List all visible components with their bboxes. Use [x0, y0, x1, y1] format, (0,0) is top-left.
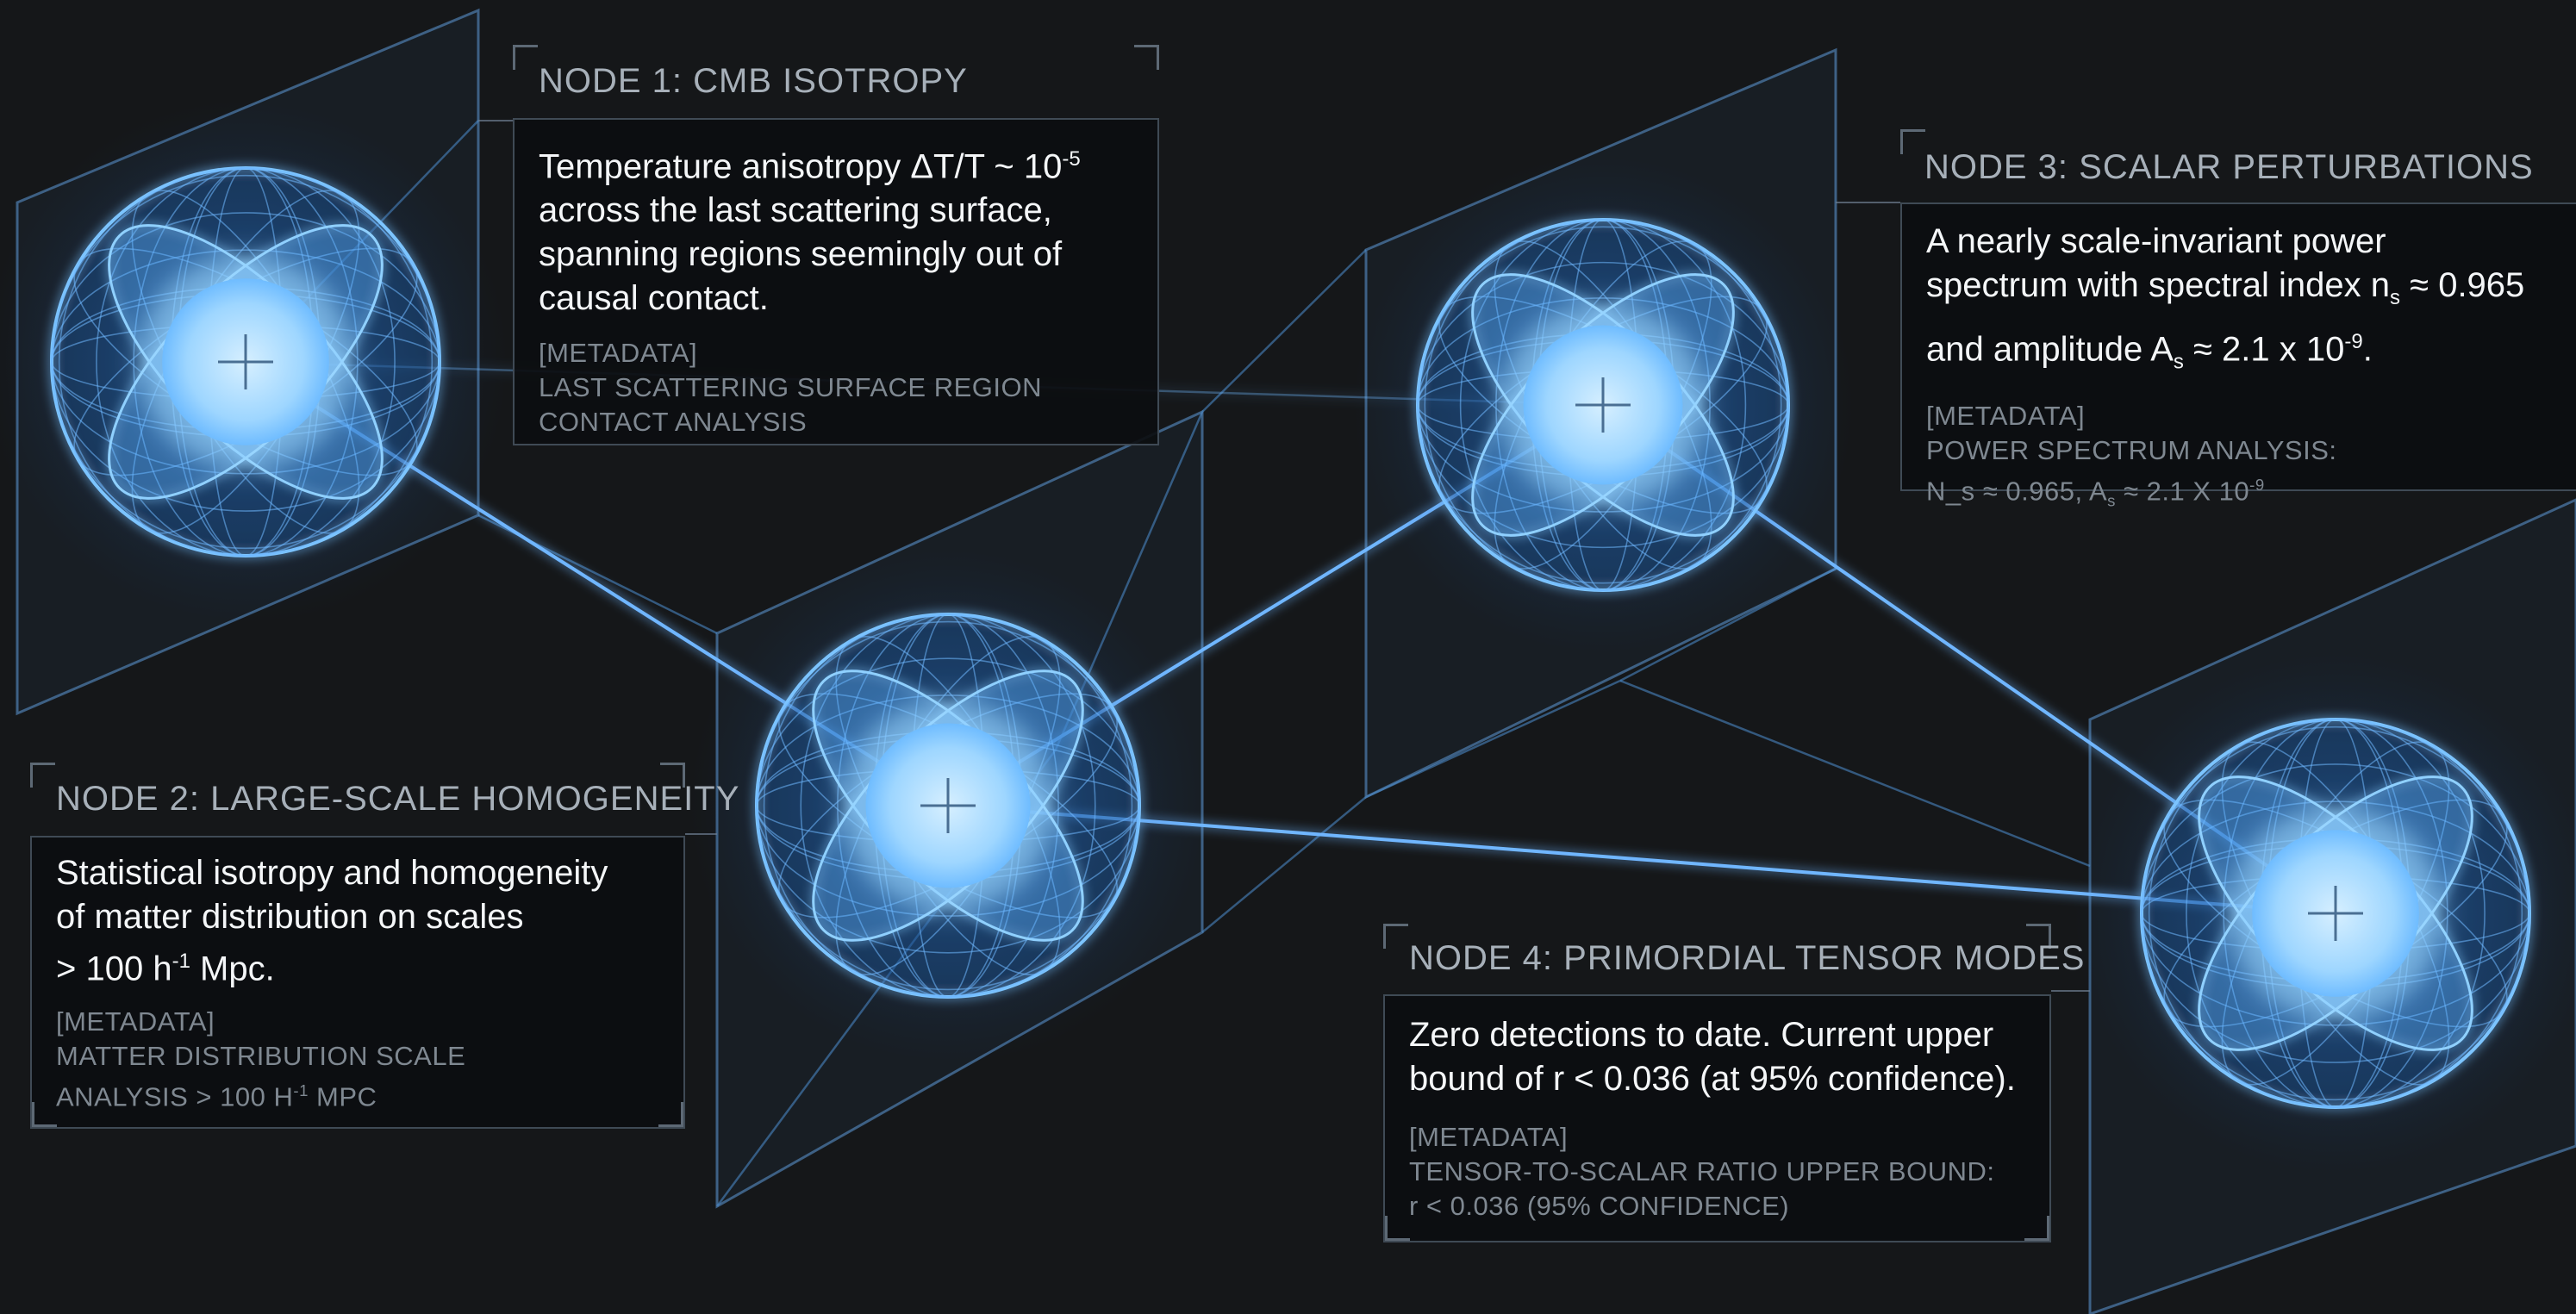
node-3-body-line-3a: and amplitude A [1926, 330, 2174, 369]
node-3-body-line-2b: ≈ 0.965 [2400, 266, 2525, 304]
node-1-callout: NODE 1: CMB ISOTROPY Temperature anisotr… [513, 45, 1159, 445]
node-2-metadata-line-2b: MPC [308, 1081, 377, 1112]
node-2-body: Statistical isotropy and homogeneity of … [56, 851, 659, 991]
node-3-metadata-line-1: POWER SPECTRUM ANALYSIS: [1926, 435, 2337, 466]
node-1-title: NODE 1: CMB ISOTROPY [539, 62, 968, 100]
node-4-metadata: [METADATA] TENSOR-TO-SCALAR RATIO UPPER … [1409, 1120, 2025, 1224]
node-1-body: Temperature anisotropy ΔT/T ~ 10-5 acros… [539, 137, 1133, 321]
node-3-metadata-line-2a: N_s ≈ 0.965, A [1926, 476, 2108, 507]
node-3-body-line-2a: spectrum with spectral index n [1926, 266, 2391, 304]
node-2-metadata-line-2a: ANALYSIS > 100 H [56, 1081, 294, 1112]
node-1-metadata-line-2: CONTACT ANALYSIS [539, 407, 808, 438]
crosshair-icon [920, 778, 976, 833]
node-2-metadata-label: [METADATA] [56, 1006, 215, 1037]
node-3-box: A nearly scale-invariant power spectrum … [1900, 202, 2576, 510]
node-2-body-line-3b: Mpc. [190, 950, 275, 988]
node-4-metadata-line-2: r < 0.036 (95% CONFIDENCE) [1409, 1191, 1790, 1221]
node-2-exponent: -1 [172, 950, 190, 973]
node-3-as-subscript: s [2173, 350, 2184, 374]
node-3-sphere [1352, 154, 1854, 656]
node-3-ns-subscript: s [2390, 286, 2401, 309]
node-2-callout: NODE 2: LARGE-SCALE HOMOGENEITY Statisti… [30, 763, 739, 1129]
node-4-body-line-2: bound of r < 0.036 (at 95% confidence). [1409, 1060, 2016, 1098]
node-3-title: NODE 3: SCALAR PERTURBATIONS [1924, 148, 2534, 186]
node-3-metadata-subscript: s [2107, 491, 2116, 510]
node-4-sphere [2074, 651, 2576, 1175]
node-2-body-line-3a: > 100 h [56, 950, 172, 988]
node-3-body-line-1: A nearly scale-invariant power [1926, 222, 2386, 260]
crosshair-icon [2308, 886, 2363, 941]
crosshair-icon [218, 334, 273, 389]
node-4-metadata-line-1: TENSOR-TO-SCALAR RATIO UPPER BOUND: [1409, 1156, 1995, 1186]
node-1-body-line-3: spanning regions seemingly out of [539, 235, 1063, 274]
node-4-body: Zero detections to date. Current upper b… [1409, 1013, 2025, 1101]
crosshair-icon [1575, 377, 1631, 433]
node-3-metadata-exponent: -9 [2249, 476, 2265, 495]
node-1-exponent: -5 [1062, 147, 1081, 171]
node-2-title: NODE 2: LARGE-SCALE HOMOGENEITY [56, 780, 740, 818]
node-4-box: Zero detections to date. Current upper b… [1383, 994, 2051, 1242]
node-3-metadata-line-2b: ≈ 2.1 X 10 [2115, 476, 2250, 507]
node-2-sphere [689, 547, 1207, 1064]
node-2-box: Statistical isotropy and homogeneity of … [30, 836, 685, 1129]
node-3-callout: NODE 3: SCALAR PERTURBATIONS A nearly sc… [1900, 129, 2576, 510]
node-3-exponent: -9 [2344, 330, 2363, 353]
node-1-metadata-line-1: LAST SCATTERING SURFACE REGION [539, 372, 1043, 403]
node-1-metadata: [METADATA] LAST SCATTERING SURFACE REGIO… [539, 336, 1133, 439]
node-2-body-line-1: Statistical isotropy and homogeneity [56, 854, 608, 892]
node-4-body-line-1: Zero detections to date. Current upper [1409, 1016, 1994, 1054]
node-2-metadata-line-1: MATTER DISTRIBUTION SCALE [56, 1041, 466, 1072]
node-4-metadata-label: [METADATA] [1409, 1122, 1569, 1152]
node-3-body-line-3b: ≈ 2.1 x 10 [2183, 330, 2345, 369]
node-1-box: Temperature anisotropy ΔT/T ~ 10-5 acros… [513, 118, 1159, 445]
node-1-metadata-label: [METADATA] [539, 338, 698, 369]
node-3-metadata-label: [METADATA] [1926, 401, 2086, 432]
node-2-body-line-2: of matter distribution on scales [56, 898, 524, 936]
node-3-body-line-3c: . [2362, 330, 2373, 369]
node-2-metadata: [METADATA] MATTER DISTRIBUTION SCALE ANA… [56, 1005, 659, 1114]
node-1-body-line-1: Temperature anisotropy ΔT/T ~ 10 [539, 147, 1063, 186]
node-2-metadata-exponent: -1 [293, 1081, 309, 1100]
node-3-metadata: [METADATA] POWER SPECTRUM ANALYSIS: N_s … [1926, 399, 2566, 519]
node-1-body-line-2: across the last scattering surface, [539, 191, 1052, 230]
node-4-title: NODE 4: PRIMORDIAL TENSOR MODES [1409, 939, 2086, 977]
node-4-callout: NODE 4: PRIMORDIAL TENSOR MODES Zero det… [1383, 924, 2084, 1242]
node-1-sphere [0, 100, 508, 624]
callout-leaders [478, 120, 2090, 992]
node-3-body: A nearly scale-invariant power spectrum … [1926, 220, 2566, 383]
node-1-body-line-4: causal contact. [539, 279, 769, 318]
